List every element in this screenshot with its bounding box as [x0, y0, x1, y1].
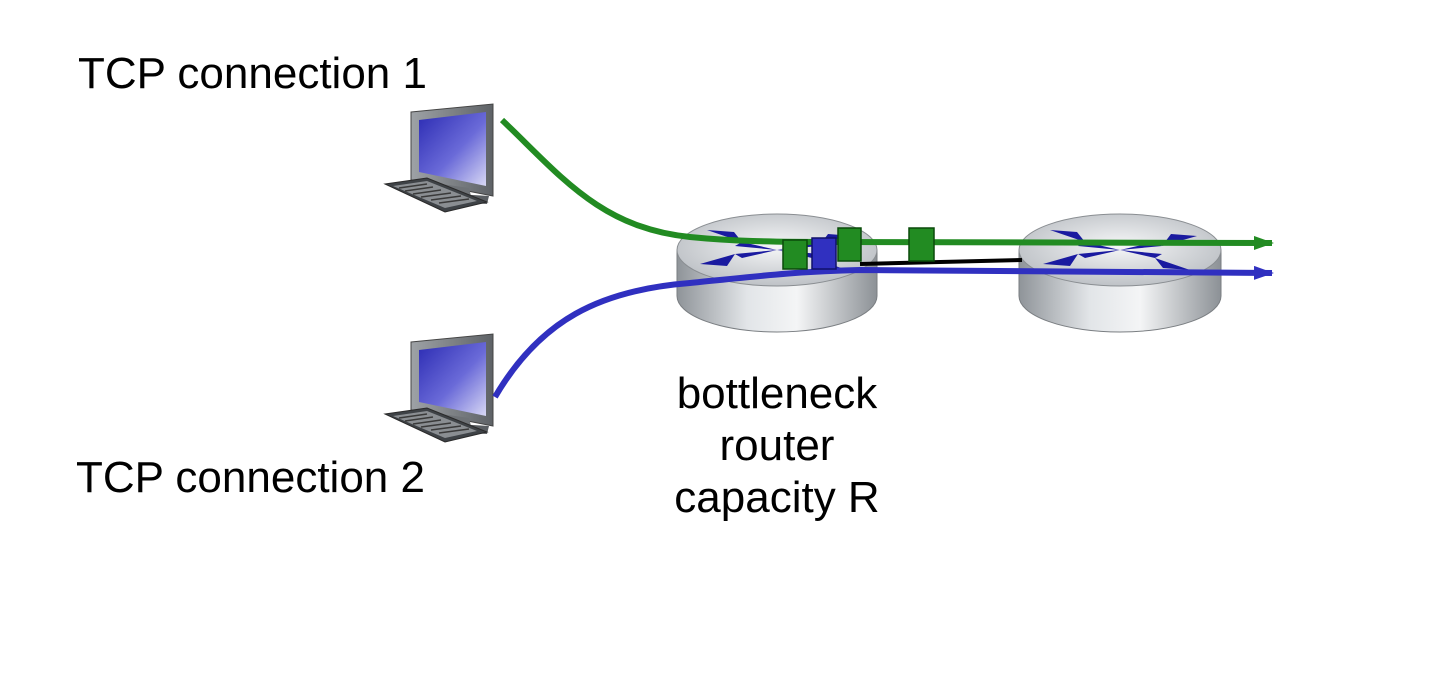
bottleneck-label-line: bottleneck	[676, 369, 878, 418]
packet-connection-2	[811, 237, 837, 270]
bottleneck-label-line: capacity R	[674, 472, 880, 522]
computer-icon	[383, 103, 494, 213]
connection-1-flow	[499, 117, 1274, 250]
packet-connection-1	[908, 227, 935, 262]
bottleneck-label-line: router	[719, 420, 835, 470]
bottleneck-link	[859, 258, 1023, 266]
connection-2-flow	[492, 265, 1274, 399]
connection-2-label: TCP connection 2	[76, 453, 425, 502]
connection-1-label: TCP connection 1	[78, 49, 427, 98]
packet-connection-1	[837, 227, 862, 262]
bottleneck-router-label: bottleneck router capacity R	[612, 368, 942, 524]
packet-connection-1	[782, 239, 808, 270]
computer-icon	[383, 333, 494, 443]
